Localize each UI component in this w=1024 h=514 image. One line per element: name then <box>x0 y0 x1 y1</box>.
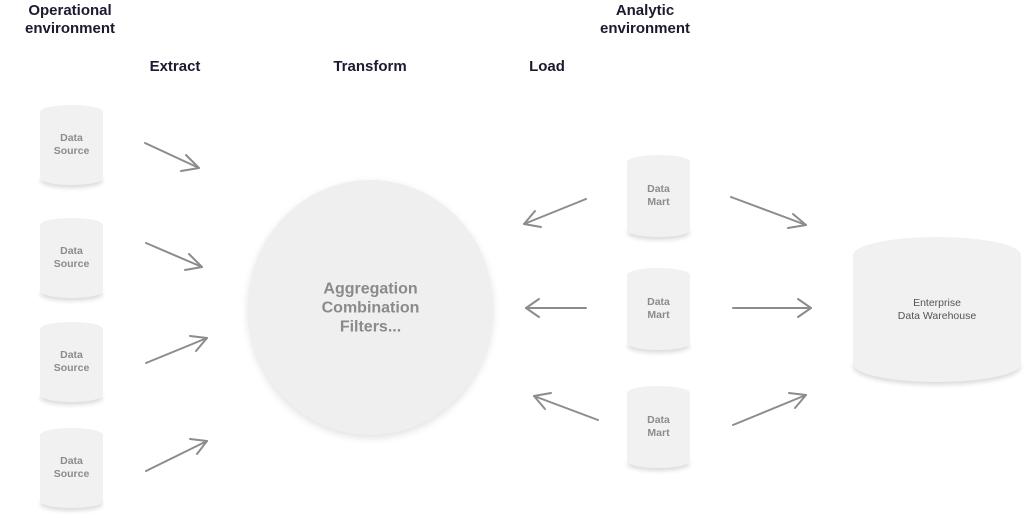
data-mart-label: Data Mart <box>647 414 670 439</box>
data-mart-label: Data Mart <box>647 183 670 208</box>
data-source-label: Data Source <box>53 455 90 480</box>
mart-to-warehouse-arrow-1 <box>730 196 807 229</box>
transform-circle: Aggregation Combination Filters... <box>248 180 493 435</box>
load-arrow-to-transform-2 <box>525 298 587 318</box>
warehouse-label: Enterprise Data Warehouse <box>897 296 977 322</box>
analytic-environment-heading: Analytic environment <box>599 2 690 37</box>
data-source-2: Data Source <box>40 218 103 298</box>
data-source-3: Data Source <box>40 322 103 402</box>
load-heading: Load <box>529 58 565 75</box>
enterprise-data-warehouse: Enterprise Data Warehouse <box>853 237 1021 382</box>
load-arrow-to-transform-3 <box>533 392 599 421</box>
mart-to-warehouse-arrow-2 <box>732 298 812 318</box>
data-source-1: Data Source <box>40 105 103 185</box>
extract-arrow-4 <box>145 438 208 472</box>
transform-operations-label: Aggregation Combination Filters... <box>321 280 420 335</box>
extract-heading: Extract <box>149 58 201 75</box>
data-mart-2: Data Mart <box>627 268 690 350</box>
mart-to-warehouse-arrow-3 <box>732 392 807 426</box>
load-arrow-to-transform-1 <box>523 198 587 228</box>
extract-arrow-1 <box>144 142 200 172</box>
data-source-label: Data Source <box>53 245 90 270</box>
extract-arrow-3 <box>145 335 208 364</box>
data-mart-label: Data Mart <box>647 296 670 321</box>
data-source-label: Data Source <box>53 132 90 157</box>
data-source-4: Data Source <box>40 428 103 508</box>
data-source-label: Data Source <box>53 349 90 374</box>
data-mart-1: Data Mart <box>627 155 690 237</box>
operational-environment-heading: Operational environment <box>24 2 115 37</box>
extract-arrow-2 <box>145 242 203 271</box>
data-mart-3: Data Mart <box>627 386 690 468</box>
transform-heading: Transform <box>333 58 407 75</box>
